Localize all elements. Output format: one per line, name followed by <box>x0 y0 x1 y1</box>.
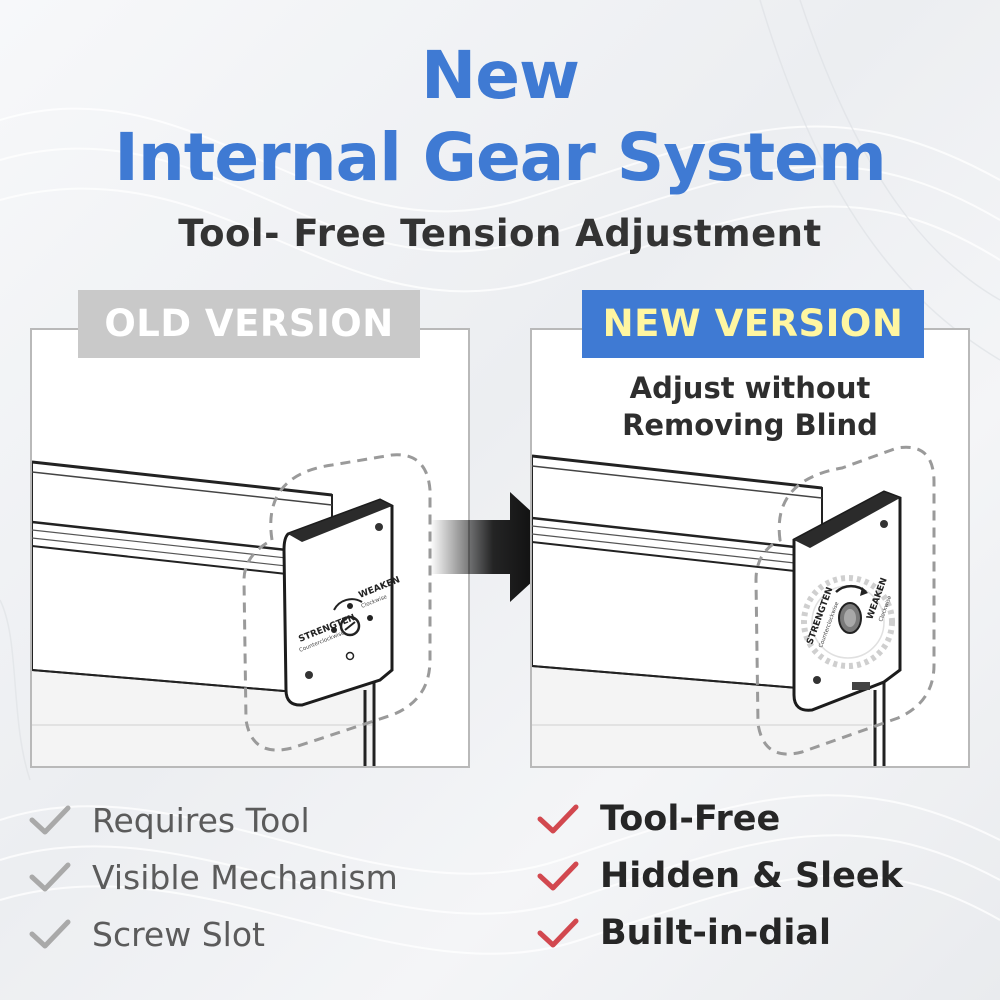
old-blind-illustration: STRENGTEN Counterclockwise WEAKEN Clockw… <box>32 453 432 766</box>
old-feature-item: Requires Tool <box>28 795 310 845</box>
old-feature-label: Screw Slot <box>92 914 265 954</box>
old-feature-item: Screw Slot <box>28 909 265 959</box>
new-version-panel: STRENGTEN Counterclockwise WEAKEN Clockw… <box>530 328 970 768</box>
new-version-badge: NEW VERSION <box>582 290 924 358</box>
new-version-note-line-1: Adjust without <box>629 371 871 405</box>
title-line-2: Internal Gear System <box>114 119 886 196</box>
check-icon <box>537 861 579 891</box>
old-feature-label: Visible Mechanism <box>92 857 398 897</box>
check-icon <box>537 918 579 948</box>
old-version-badge: OLD VERSION <box>78 290 420 358</box>
check-icon <box>29 862 71 892</box>
new-feature-label: Tool-Free <box>600 799 781 839</box>
check-icon <box>29 919 71 949</box>
check-icon <box>29 805 71 835</box>
old-feature-item: Visible Mechanism <box>28 852 398 902</box>
new-feature-item: Built-in-dial <box>536 908 831 958</box>
title-line-1: New <box>421 37 580 114</box>
new-feature-item: Hidden & Sleek <box>536 851 903 901</box>
old-feature-label: Requires Tool <box>92 800 310 840</box>
new-version-note-line-2: Removing Blind <box>622 408 878 442</box>
check-icon <box>537 804 579 834</box>
new-blind-illustration: STRENGTEN Counterclockwise WEAKEN Clockw… <box>532 445 936 766</box>
old-version-panel: STRENGTEN Counterclockwise WEAKEN Clockw… <box>30 328 470 768</box>
subtitle: Tool- Free Tension Adjustment <box>178 212 822 255</box>
new-feature-label: Built-in-dial <box>600 913 831 953</box>
new-feature-item: Tool-Free <box>536 794 780 844</box>
new-feature-label: Hidden & Sleek <box>600 856 903 896</box>
